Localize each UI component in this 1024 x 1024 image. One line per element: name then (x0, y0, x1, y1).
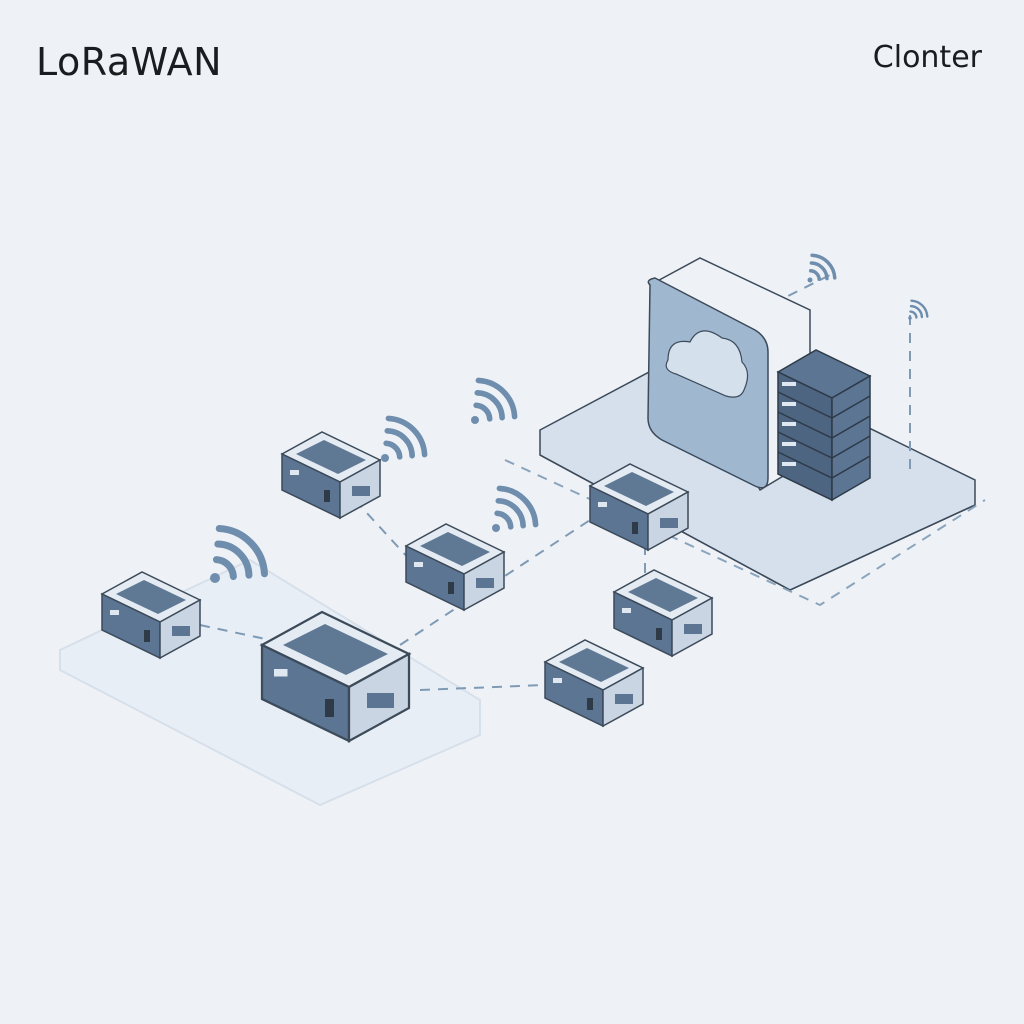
wifi-signal-icon (907, 296, 932, 321)
wifi-signal-icon (471, 373, 522, 424)
diagram-subtitle: Clonter (872, 40, 982, 75)
diagram-title: LoRaWAN (36, 40, 223, 84)
end-device-2 (281, 431, 381, 519)
end-device-3 (405, 523, 505, 611)
cloud-server (647, 257, 872, 502)
wifi-signal-icon (492, 481, 543, 532)
server-rack-icon (776, 349, 872, 502)
wifi-signal-icon (381, 411, 432, 462)
cloud-icon (665, 330, 749, 398)
end-device-5 (613, 569, 713, 657)
end-device-6 (544, 639, 644, 727)
